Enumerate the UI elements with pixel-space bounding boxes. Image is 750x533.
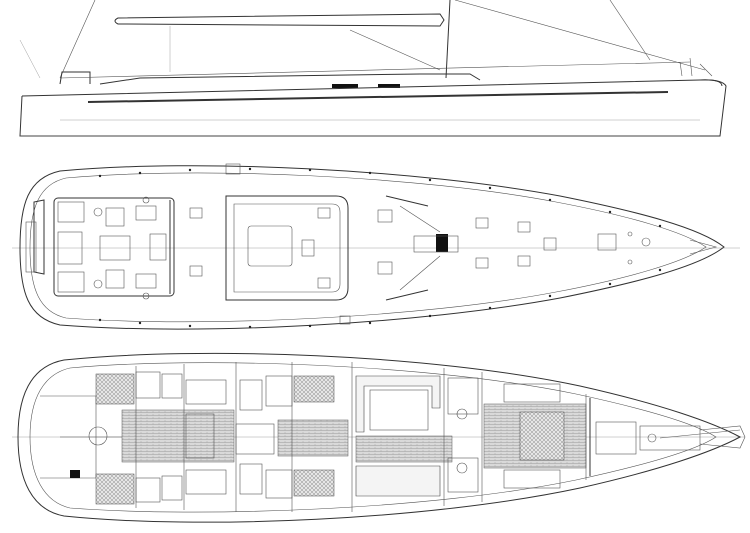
stanchion-rail xyxy=(59,61,691,79)
bulkheads xyxy=(135,362,587,512)
coachroof-hatch xyxy=(317,207,331,219)
deck-hatch xyxy=(517,221,531,233)
label-plate xyxy=(70,470,80,478)
coachroof xyxy=(59,71,481,85)
winch-icon xyxy=(93,279,103,289)
backstay xyxy=(59,0,96,79)
deck-hatch xyxy=(225,163,241,175)
mast xyxy=(445,0,451,79)
deck-hatch xyxy=(543,237,557,251)
skylight xyxy=(247,225,293,267)
toerail-inner xyxy=(29,172,707,323)
coachroof-window-2 xyxy=(378,84,400,88)
genoa-track xyxy=(385,195,429,207)
vang xyxy=(349,29,441,71)
mast-partner xyxy=(436,234,448,252)
accommodation-plan-view xyxy=(17,352,746,523)
coachroof-plan xyxy=(225,195,349,301)
winch-icon xyxy=(93,207,103,217)
saloon-floor xyxy=(355,435,453,463)
bow-fitting xyxy=(689,239,718,255)
helm-station-stbd xyxy=(57,271,85,293)
deck-outline xyxy=(19,165,725,330)
transom-platform xyxy=(33,199,45,275)
deck-plan-view xyxy=(19,163,725,330)
chain-locker xyxy=(639,425,701,451)
nav-station xyxy=(185,413,215,459)
profile-view xyxy=(19,0,727,137)
windlass-icon xyxy=(641,237,651,247)
deck-hatch xyxy=(475,217,489,229)
helm-station-port xyxy=(57,201,85,223)
saloon-table xyxy=(235,423,275,455)
aft-cabin-stbd-berth xyxy=(95,473,135,505)
winch-icon xyxy=(142,196,150,204)
hull-outline xyxy=(19,79,727,137)
saloon-settee xyxy=(355,375,441,433)
deck-hatch xyxy=(377,261,393,275)
companionway-aft xyxy=(121,409,235,463)
galley xyxy=(185,379,227,405)
deck-hatch xyxy=(189,207,203,219)
aft-cockpit xyxy=(53,197,175,297)
deck-hatch xyxy=(339,315,351,325)
deck-hatch xyxy=(189,265,203,277)
jib-leech xyxy=(609,0,651,61)
genoa-track xyxy=(385,289,429,301)
cove-line xyxy=(87,91,669,103)
toilet-icon xyxy=(456,408,468,420)
aft-cabin-port-berth xyxy=(95,373,135,405)
deck-hatch xyxy=(517,255,531,267)
guest-cabin-stbd xyxy=(293,469,335,497)
deck-hatch xyxy=(475,257,489,269)
deck-hatch xyxy=(377,209,393,223)
owner-berth xyxy=(519,411,565,461)
cockpit-table xyxy=(99,235,131,261)
stanchion-bases xyxy=(98,167,662,329)
winch-icon xyxy=(142,292,150,300)
forepeak xyxy=(595,421,637,455)
boom xyxy=(114,13,445,27)
coachroof-hatch xyxy=(317,277,331,289)
hull-outline-plan xyxy=(17,352,742,523)
steering-quadrant xyxy=(88,426,108,446)
forestay xyxy=(454,0,706,71)
forward-hatch xyxy=(597,233,617,251)
guest-cabin-port xyxy=(293,375,335,403)
coachroof-window-1 xyxy=(332,84,358,88)
forward-head xyxy=(447,377,479,415)
toilet-icon xyxy=(456,462,468,474)
